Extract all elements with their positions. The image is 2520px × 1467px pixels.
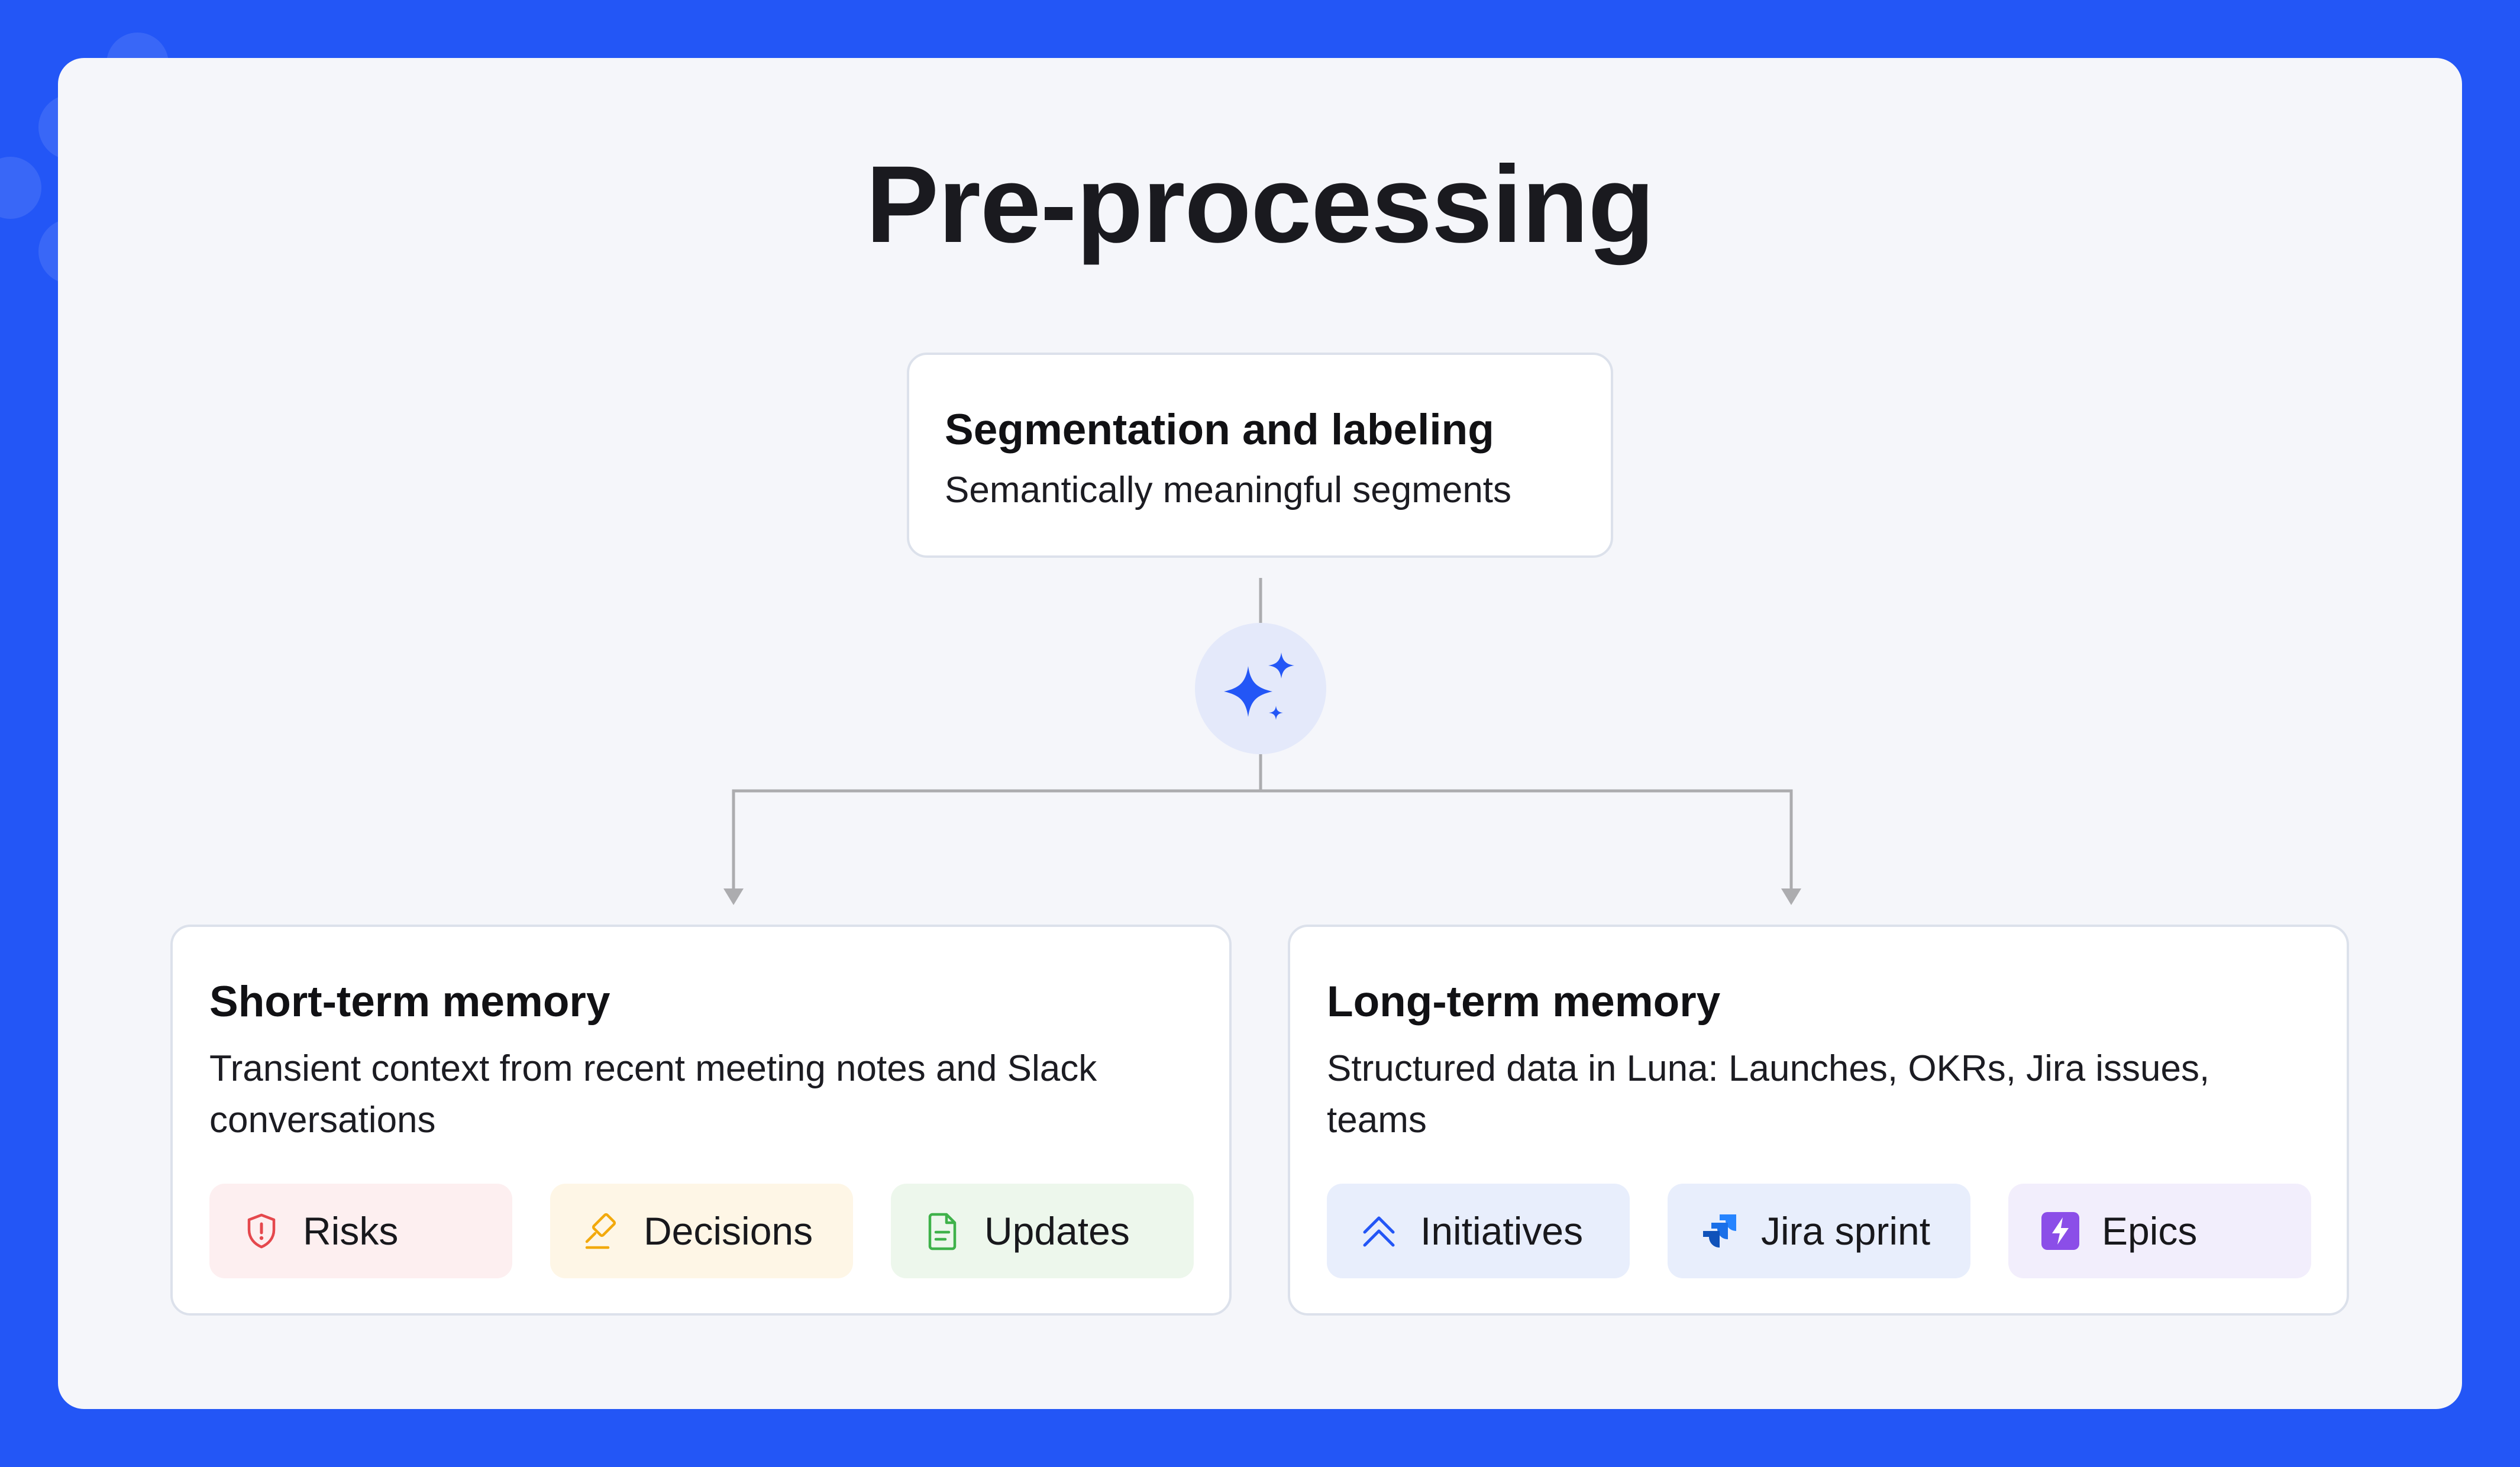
shield-alert-icon bbox=[247, 1213, 276, 1249]
long-term-title: Long-term memory bbox=[1327, 978, 1721, 1026]
chip-initiatives[interactable]: Initiatives bbox=[1327, 1184, 1630, 1278]
document-icon bbox=[928, 1213, 957, 1250]
segmentation-card: Segmentation and labeling Semantically m… bbox=[907, 353, 1613, 558]
chip-label: Jira sprint bbox=[1761, 1209, 1931, 1253]
segmentation-description: Semantically meaningful segments bbox=[945, 470, 1512, 510]
short-term-memory-card: Short-term memory Transient context from… bbox=[170, 925, 1232, 1316]
arrow-head-left bbox=[723, 888, 744, 905]
chip-label: Epics bbox=[2102, 1209, 2198, 1253]
double-chevron-up-icon bbox=[1363, 1216, 1395, 1247]
ai-processing-node bbox=[1195, 623, 1326, 754]
sparkles-icon bbox=[1224, 652, 1294, 720]
chip-decisions[interactable]: Decisions bbox=[550, 1184, 853, 1278]
chip-label: Decisions bbox=[644, 1209, 813, 1253]
arrow-head-right bbox=[1781, 888, 1801, 905]
chip-risks[interactable]: Risks bbox=[209, 1184, 512, 1278]
chip-label: Updates bbox=[984, 1209, 1130, 1253]
jira-icon bbox=[1703, 1214, 1736, 1248]
chip-jira-sprint[interactable]: Jira sprint bbox=[1668, 1184, 1970, 1278]
chip-epics[interactable]: Epics bbox=[2008, 1184, 2311, 1278]
long-term-description: Structured data in Luna: Launches, OKRs,… bbox=[1327, 1048, 2210, 1140]
chip-label: Risks bbox=[303, 1209, 399, 1253]
segmentation-title: Segmentation and labeling bbox=[945, 406, 1494, 454]
short-term-description: Transient context from recent meeting no… bbox=[209, 1048, 1097, 1140]
page-title: Pre-processing bbox=[865, 144, 1655, 266]
chip-label: Initiatives bbox=[1420, 1209, 1584, 1253]
short-term-title: Short-term memory bbox=[209, 978, 610, 1026]
chip-updates[interactable]: Updates bbox=[891, 1184, 1194, 1278]
lightning-icon bbox=[2041, 1212, 2079, 1250]
long-term-memory-card: Long-term memory Structured data in Luna… bbox=[1288, 925, 2349, 1316]
gavel-icon bbox=[585, 1213, 616, 1249]
connector-branch bbox=[732, 789, 1793, 893]
